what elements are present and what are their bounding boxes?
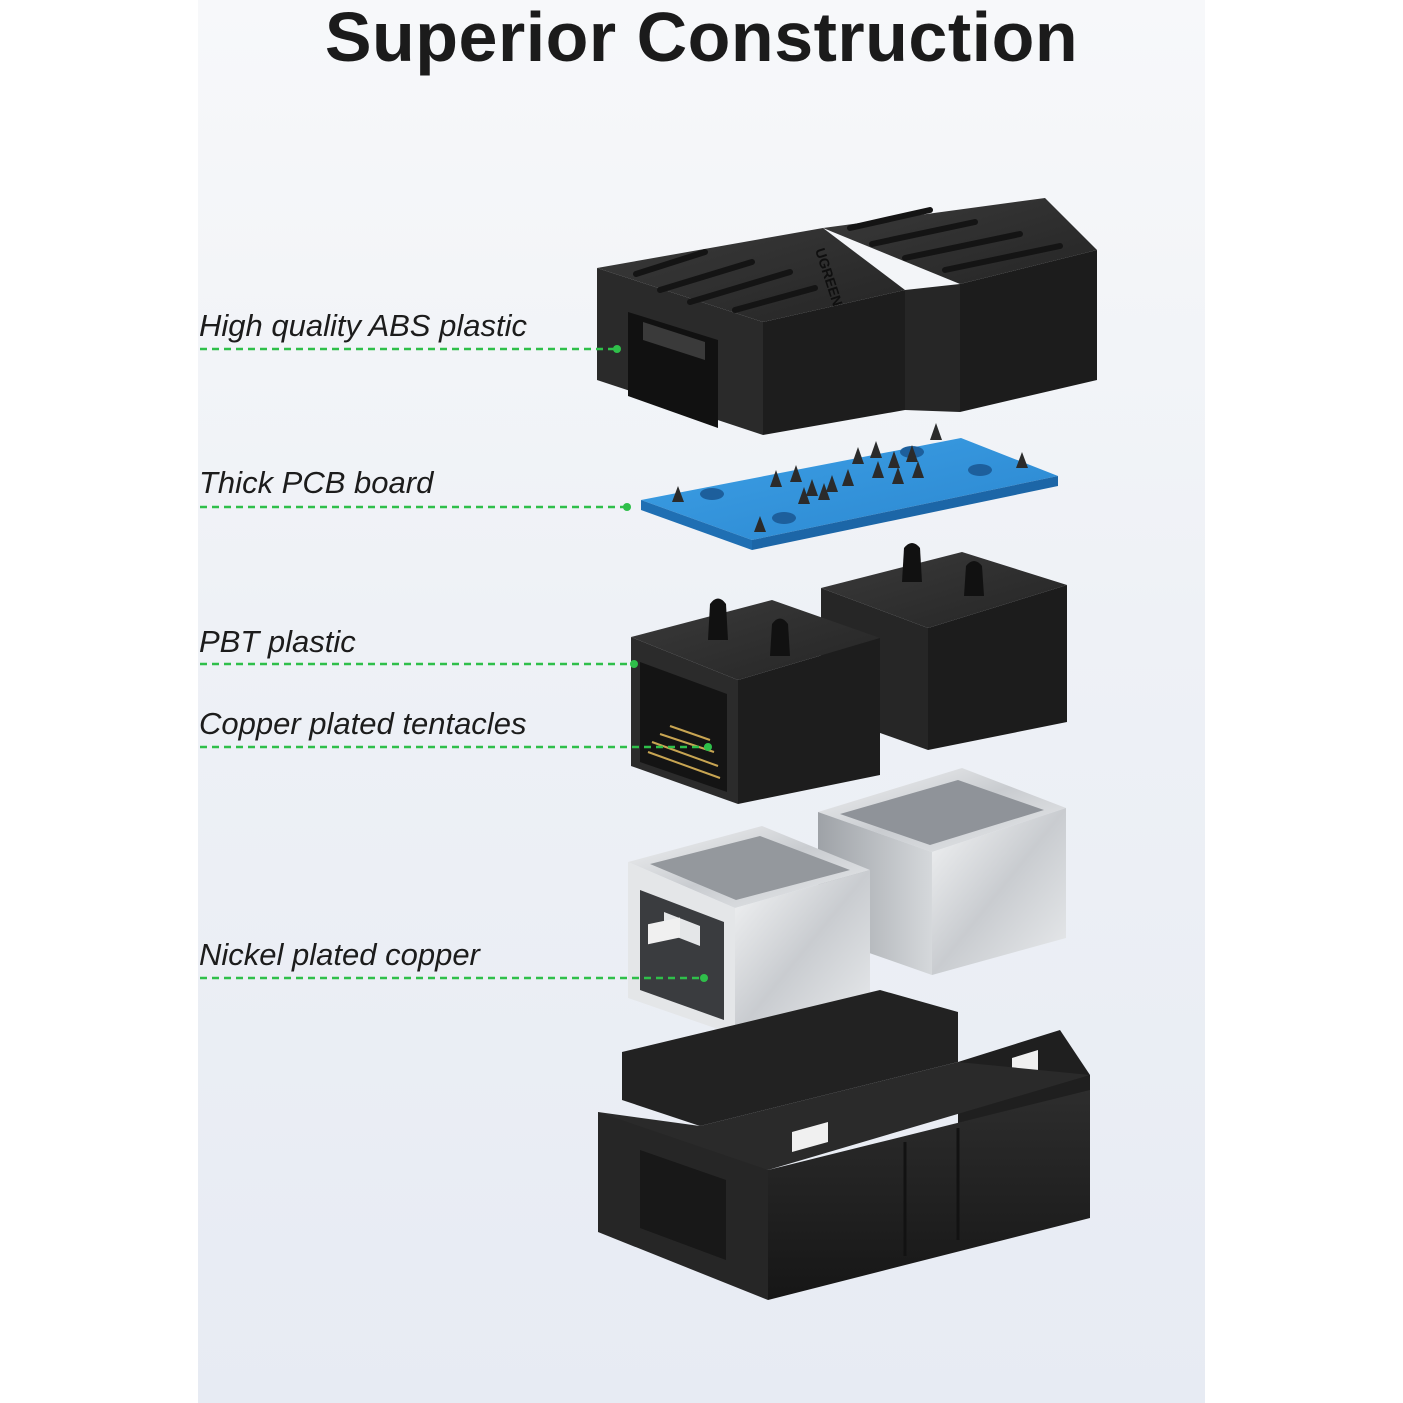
pbt-right-front [928, 585, 1067, 750]
leader-dot-pbt [630, 660, 638, 668]
rj45-port-opening [640, 662, 727, 792]
leader-lines [200, 347, 708, 980]
pcb-board-edge [641, 500, 752, 550]
pbt-housing-left [631, 598, 880, 804]
pbt-right-top [821, 552, 1067, 628]
base-back-wall [622, 990, 958, 1126]
abs-cover-right-front [960, 250, 1097, 412]
pbt-left-posts [708, 598, 790, 656]
callout-label-copper-tentacles: Copper plated tentacles [199, 706, 527, 741]
leader-dot-nickel [700, 974, 708, 982]
pcb-mounting-holes [700, 446, 992, 524]
pbt-left-front [738, 638, 880, 804]
abs-cover-left-front [763, 290, 905, 435]
pcb-pins [672, 423, 1028, 532]
nickel-right-inner [840, 780, 1044, 845]
callout-label-nickel-copper: Nickel plated copper [199, 937, 480, 972]
nickel-left-inner [650, 836, 850, 900]
base-floor [598, 1062, 1090, 1170]
callout-label-abs-plastic: High quality ABS plastic [199, 308, 527, 343]
pbt-right-posts [902, 543, 984, 596]
leader-dot-copper [704, 743, 712, 751]
leader-dot-abs [613, 345, 621, 353]
base-tab-left [648, 917, 680, 945]
pcb-board [641, 423, 1058, 550]
nickel-right-front [932, 808, 1066, 975]
page-title: Superior Construction [324, 0, 1079, 76]
pcb-board-edge-right [752, 476, 1058, 550]
base-left-port [640, 1150, 726, 1260]
leader-dot-pcb [623, 503, 631, 511]
abs-top-cover: UGREEN [597, 198, 1097, 435]
base-front-slot [792, 1122, 828, 1152]
abs-cover-right-side [905, 284, 960, 412]
callout-label-pcb-board: Thick PCB board [199, 465, 434, 500]
abs-cover-left-top [597, 228, 905, 322]
pbt-left-top [631, 600, 880, 680]
nickel-shield-left [628, 826, 870, 1035]
leader-dots [613, 345, 712, 982]
abs-bottom-base [598, 917, 1090, 1300]
base-front [768, 1090, 1090, 1300]
pcb-board-top [641, 438, 1058, 540]
callout-label-pbt-plastic: PBT plastic [199, 624, 356, 659]
abs-cover-left-opening-latch [643, 322, 705, 360]
nickel-left-front [735, 870, 870, 1035]
abs-cover-grip-ridges [633, 207, 1063, 313]
